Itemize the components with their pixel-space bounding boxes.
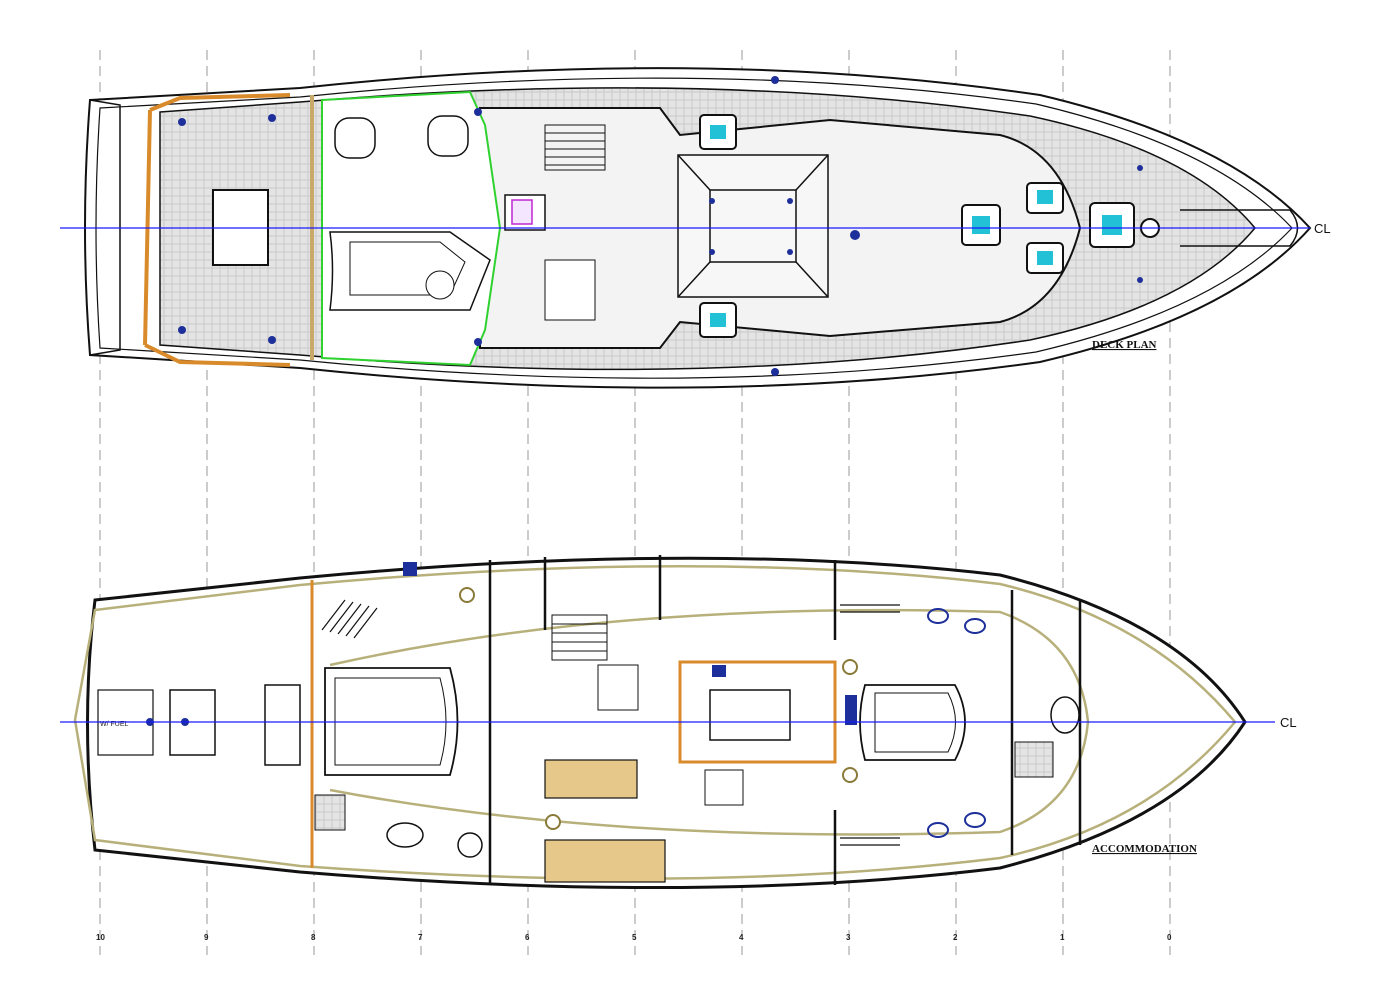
helm-seat-port <box>334 117 376 159</box>
guest-bunk-lower <box>544 839 666 883</box>
station-label: 0 <box>1167 933 1172 942</box>
companionway-stairs <box>551 614 639 711</box>
station-label: 10 <box>96 933 105 942</box>
station-label: 6 <box>525 933 530 942</box>
hanging-locker <box>321 599 378 639</box>
accommodation-hull-outline <box>86 556 1247 890</box>
station-label: 9 <box>204 933 209 942</box>
settee <box>329 231 491 311</box>
galley-stove <box>709 689 791 741</box>
stairs <box>544 124 606 171</box>
station-label: 2 <box>953 933 958 942</box>
accommodation-label: ACCOMMODATION <box>1092 843 1197 855</box>
deck-fittings <box>178 76 1143 376</box>
skylight-pyramid <box>677 154 829 298</box>
station-label: 1 <box>1060 933 1065 942</box>
station-label: 8 <box>311 933 316 942</box>
station-label: 5 <box>632 933 637 942</box>
deck-plan-label: DECK PLAN <box>1092 339 1157 351</box>
station-label: 4 <box>739 933 744 942</box>
guest-bunk-upper <box>544 759 638 799</box>
head-sink <box>386 822 424 848</box>
head-toilet <box>457 832 483 858</box>
fixtures <box>146 562 857 726</box>
fuel-tank-label: W/ FUEL <box>100 721 128 728</box>
station-label: 3 <box>846 933 851 942</box>
station-numbers: 10 9 8 7 6 5 4 3 2 1 0 <box>96 933 1172 942</box>
accommodation-cl-label: CL <box>1280 715 1297 730</box>
accommodation-plan: W/ FUEL <box>60 555 1297 890</box>
station-label: 7 <box>418 933 423 942</box>
forward-head-toilet <box>1050 696 1080 734</box>
helm-seat-starboard <box>427 115 469 157</box>
deck-cl-label: CL <box>1314 221 1331 236</box>
deck-plan: CL DECK PLAN <box>60 67 1331 389</box>
